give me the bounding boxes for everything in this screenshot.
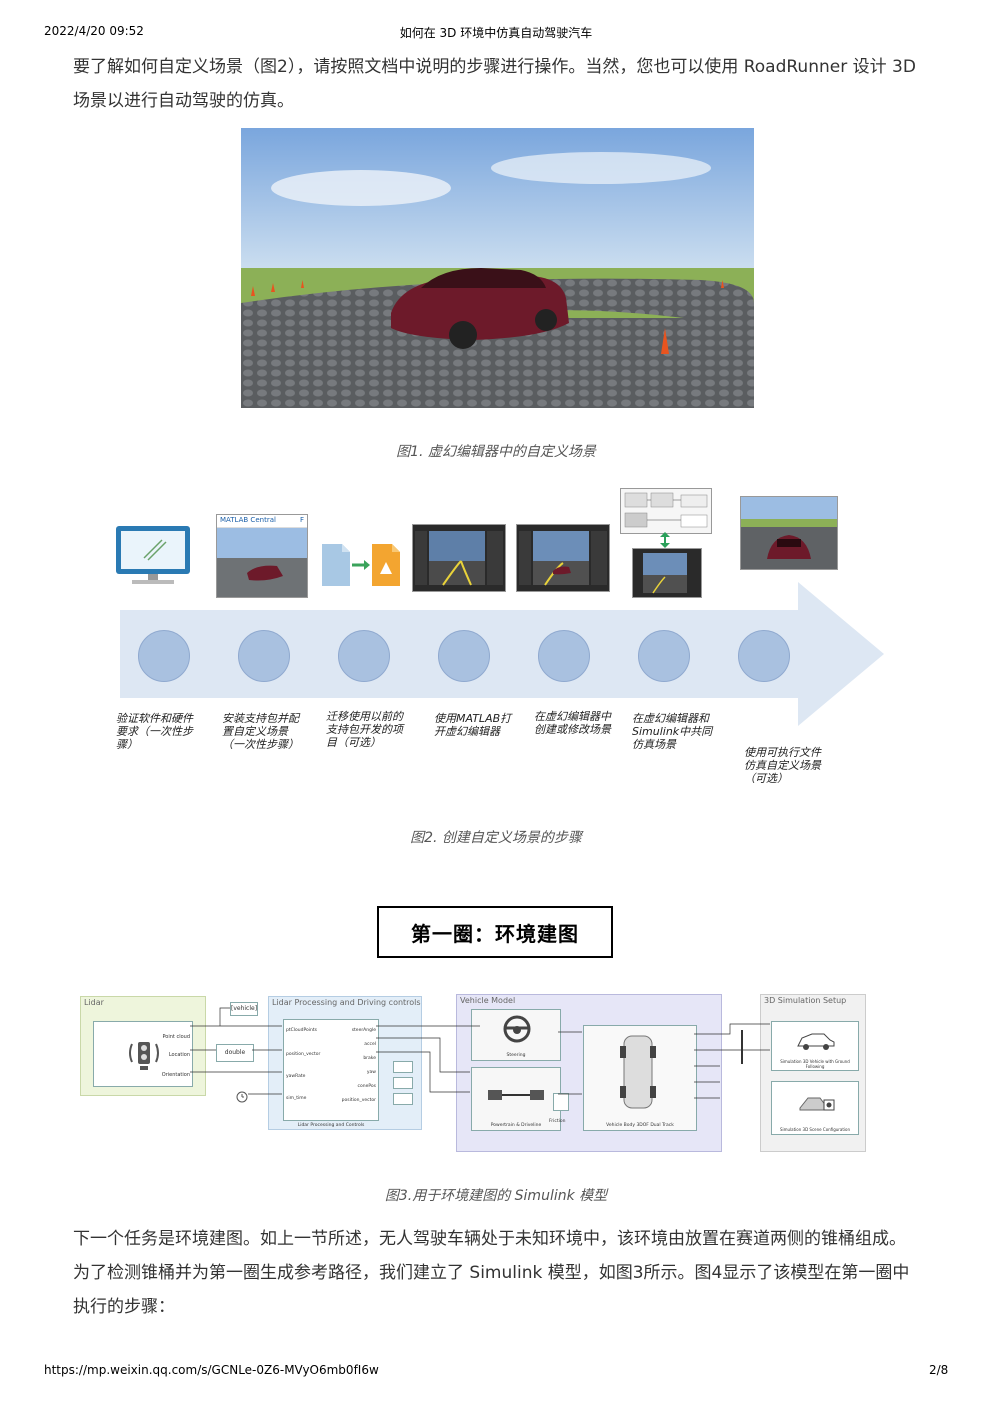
step-label-3: 迁移使用以前的支持包开发的项目（可选） [326,710,403,749]
unreal-cosim-screenshot [632,548,702,598]
port-steer-angle: steerAngle [351,1028,376,1033]
sim-vehicle-label: Simulation 3D Vehicle with Ground Follow… [780,1059,850,1069]
footer-page-number: 2/8 [929,1363,949,1377]
clock-icon [236,1088,248,1103]
port-cone-pos: conePos [357,1084,377,1089]
friction-block [553,1093,569,1111]
sim-scene-block: Simulation 3D Scene Configuration [771,1081,859,1135]
step-label-4: 使用MATLAB打开虚幻编辑器 [434,712,512,738]
double-arrow-icon [658,532,672,548]
file-migration-icon [320,540,404,590]
step-circle-2 [238,630,290,682]
header-title: 如何在 3D 环境中仿真自动驾驶汽车 [399,26,593,40]
step-circle-6 [638,630,690,682]
step-circle-4 [438,630,490,682]
step-label-5: 在虚幻编辑器中创建或修改场景 [534,710,611,736]
vehicle-body-block: Vehicle Body 3DOF Dual Track [583,1025,697,1131]
lidar-panel-label: Lidar [84,998,104,1007]
port-sim-time: sim_time [286,1096,307,1101]
figure2-process-diagram: MATLAB Central F [108,486,888,791]
lidar-processing-label: Lidar Processing and Controls [297,1123,365,1128]
sim-scene-label: Simulation 3D Scene Configuration [779,1127,851,1132]
executable-scene-screenshot [740,496,838,570]
port-yaw: yaw [366,1070,376,1075]
simulink-mini-diagram [620,488,712,534]
header-datetime: 2022/4/20 09:52 [44,24,144,38]
body-paragraph: 下一个任务是环境建图。如上一节所述，无人驾驶车辆处于未知环境中，该环境由放置在赛… [73,1229,910,1317]
lidar-panel: Lidar Point cloud Location Orientation [80,996,206,1096]
figure3-simulink-model: Lidar Point cloud Location Orientation [… [80,994,866,1152]
vehicle-tag-block: [vehicle] [230,1002,258,1016]
step-circle-7 [738,630,790,682]
matlab-central-screenshot: MATLAB Central F [216,514,308,598]
vehicle-body-label: Vehicle Body 3DOF Dual Track [606,1123,674,1128]
powertrain-block: Powertrain & Driveline [471,1067,561,1131]
unreal-editor-screenshot [412,524,506,592]
lidar-sensor-icon [124,1036,164,1076]
goto-block-1 [393,1061,413,1073]
port-orientation: Orientation [161,1072,190,1078]
vehicle-topview-icon [618,1032,658,1112]
steering-wheel-icon [502,1014,532,1044]
figure1-caption: 图1. 虚幻编辑器中的自定义场景 [396,444,596,460]
port-position-vector-out: position_vector [341,1098,376,1103]
port-brake: brake [363,1056,376,1061]
intro-paragraph: 要了解如何自定义场景（图2），请按照文档中说明的步骤进行操作。当然，您也可以使用… [73,57,916,111]
vehicle-panel-label: Vehicle Model [460,996,516,1005]
port-point-cloud: Point cloud [162,1034,190,1040]
unreal-editor-car-screenshot [516,524,610,592]
port-ptcloud-in: ptCloudPoints [286,1028,317,1033]
car-side-icon [796,1030,836,1052]
process-arrow [120,582,884,726]
lidar-sensor-block: Point cloud Location Orientation [93,1021,193,1087]
goto-block-3 [393,1093,413,1105]
matlab-tab-extra: F [299,516,304,524]
processing-panel-label: Lidar Processing and Driving controls [272,998,421,1007]
vehicle-panel: Vehicle Model Steering Powertrain & Driv… [456,994,722,1152]
sim-vehicle-block: Simulation 3D Vehicle with Ground Follow… [771,1021,859,1071]
step-circle-3 [338,630,390,682]
port-accel: accel [364,1042,376,1047]
step-label-2: 安装支持包并配置自定义场景（一次性步骤） [222,712,299,751]
double-block: double [216,1044,254,1062]
figure1-scene-image [241,128,754,408]
powertrain-label: Powertrain & Driveline [490,1123,542,1128]
matlab-tab-label: MATLAB Central [220,516,276,524]
processing-panel: Lidar Processing and Driving controls pt… [268,996,422,1130]
car-shape [391,268,569,349]
step-circle-1 [138,630,190,682]
sim3d-panel-label: 3D Simulation Setup [764,996,847,1005]
steering-label: Steering [506,1053,526,1058]
port-location: Location [168,1052,190,1058]
section-title: 第一圈：环境建图 [377,906,613,958]
lidar-processing-block: ptCloudPoints position_vector yawRate si… [283,1019,379,1128]
port-yaw-rate: yawRate [286,1074,306,1079]
powertrain-icon [486,1084,546,1106]
steering-block: Steering [471,1009,561,1061]
sim3d-panel: 3D Simulation Setup Simulation 3D Vehicl… [760,994,866,1152]
goto-block-2 [393,1077,413,1089]
figure2-caption: 图2. 创建自定义场景的步骤 [410,830,582,846]
step-label-1: 验证软件和硬件要求（一次性步骤） [116,712,193,751]
step-label-7: 使用可执行文件仿真自定义场景（可选） [744,746,821,785]
port-position-vector: position_vector [286,1052,321,1057]
footer-url[interactable]: https://mp.weixin.qq.com/s/GCNLe-0Z6-MVy… [44,1363,379,1377]
step-label-6: 在虚幻编辑器和Simulink中共同仿真场景 [632,712,713,751]
step-circle-5 [538,630,590,682]
friction-label: Friction [549,1119,566,1124]
scene-config-icon [796,1088,836,1116]
figure3-caption: 图3.用于环境建图的 Simulink 模型 [384,1188,608,1204]
monitor-icon [114,524,192,586]
